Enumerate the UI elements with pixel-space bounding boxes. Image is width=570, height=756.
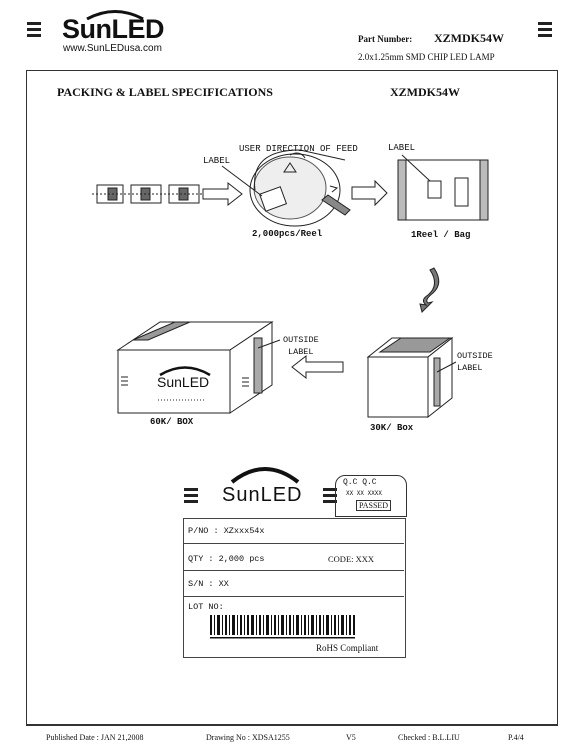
part-number: XZMDK54W (434, 31, 504, 45)
drawing-number: Drawing No : XDSA1255 (206, 733, 290, 742)
to-bag-arrow-icon (351, 179, 388, 207)
small-box-caption: 30K/ Box (370, 423, 414, 433)
checked-by: Checked : B.L.LIU (398, 733, 460, 742)
feed-arrow-icon (202, 181, 243, 207)
footer-rule (26, 724, 558, 745)
rohs-text: RoHS Compliant (316, 643, 379, 653)
code-field: CODE: XXX (328, 554, 375, 564)
packing-diagram (92, 149, 489, 419)
menu-bars-icon-right (538, 22, 552, 40)
bag-icon (397, 159, 489, 221)
barcode-icon (210, 615, 355, 639)
label-card (183, 518, 406, 658)
reel-caption: 2,000pcs/Reel (252, 229, 323, 239)
label-logo-arc-icon (230, 467, 300, 484)
website-url: www.SunLEDusa.com (63, 43, 162, 54)
qc-code: XX XX XXXX (346, 490, 383, 497)
to-box-arrow-icon (291, 354, 344, 380)
label-logo: SunLED (222, 484, 303, 506)
page-number: P.4/4 (508, 733, 524, 742)
big-box-caption: 60K/ BOX (150, 417, 194, 427)
reel-icon (249, 149, 351, 227)
user-direction-label: USER DIRECTION OF FEED (239, 144, 358, 154)
section-part: XZMDK54W (390, 85, 460, 99)
sn-field: S/N : XX (188, 579, 229, 589)
lot-field: LOT NO: (188, 602, 224, 612)
content-frame (26, 70, 558, 726)
sunled-logo: SunLED (62, 14, 165, 44)
menu-bars-icon (27, 22, 41, 40)
qc-passed: PASSED (356, 500, 392, 511)
down-arrow-icon (419, 267, 440, 313)
label-bars-right-icon (323, 488, 337, 506)
label-bars-left-icon (184, 488, 198, 506)
box-logo: SunLED (157, 374, 210, 390)
qty-field: QTY : 2,000 pcs (188, 554, 265, 564)
pno-field: P/NO : XZxxx54x (188, 526, 265, 536)
outside-label-small: OUTSIDE LABEL (457, 351, 493, 373)
reel-label-callout: LABEL (203, 156, 231, 166)
section-title: PACKING & LABEL SPECIFICATIONS (57, 85, 273, 99)
small-box-icon (366, 336, 454, 419)
qc-stamp: Q.C Q.C XX XX XXXX PASSED (335, 475, 407, 517)
big-box-icon (116, 321, 274, 414)
outside-label-big: OUTSIDE LABEL (283, 335, 319, 357)
logo-arc-icon (86, 10, 144, 20)
published-date: Published Date : JAN 21,2008 (46, 733, 144, 742)
version: V5 (346, 733, 356, 742)
bag-caption: 1Reel / Bag (411, 230, 471, 240)
tape-segments (92, 184, 205, 204)
part-number-label: Part Number: (358, 34, 413, 44)
qc-title: Q.C Q.C (343, 478, 377, 487)
subtitle: 2.0x1.25mm SMD CHIP LED LAMP (358, 52, 495, 62)
bag-label-callout: LABEL (388, 143, 416, 153)
